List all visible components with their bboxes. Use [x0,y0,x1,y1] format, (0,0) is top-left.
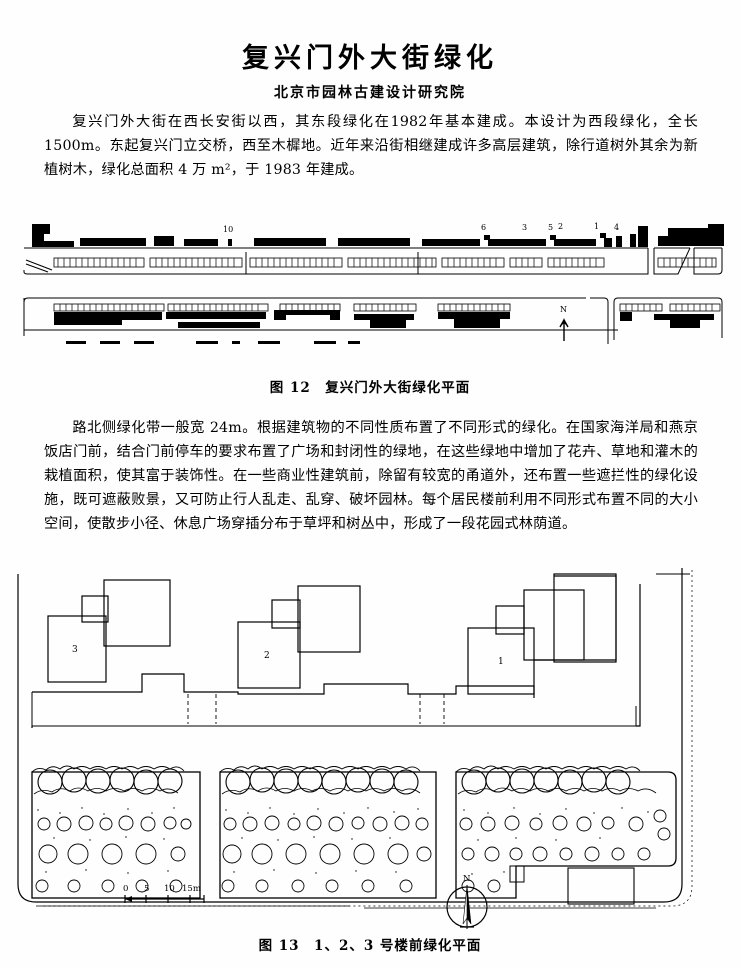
scale-tick-0: 0 [123,884,128,894]
figure-12-label-4: 4 [614,223,619,232]
page-title: 复兴门外大街绿化 [242,43,498,74]
figure-13-building-label-2: 2 [264,651,270,661]
figure-12-label-1: 1 [594,222,599,231]
compass-north-label: N [463,874,471,884]
svg-text:N: N [560,305,567,314]
scale-tick-15: 15m [182,884,201,894]
figure-13-scale-bar: 0 5 10 15m [122,882,242,912]
figure-12-label-10: 10 [223,225,233,234]
figure-12-north-arrow: N [559,305,569,341]
figure-13-drawing: 3 2 1 [17,568,693,909]
body-paragraph-2: 路北侧绿化带一般宽 24m。根据建筑物的不同性质布置了不同形式的绿化。在国家海洋… [44,420,698,532]
scale-tick-5: 5 [144,884,149,894]
figure-12-caption: 图 12 复兴门外大街绿化平面 [269,380,471,396]
figure-12-label-6: 6 [481,223,486,232]
green-plot-2 [219,765,437,899]
figure-13-compass: N [440,872,494,932]
figure-12-label-5: 5 [548,223,553,232]
figure-13-planting-plan: 3 2 1 [16,566,726,926]
figure-13-caption: 图 13 1、2、3 号楼前绿化平面 [258,938,482,954]
green-plot-3 [31,765,201,899]
figure-13-building-label-1: 1 [498,657,504,667]
figure-12-site-plan: 10 6 5 4 3 2 1 N [18,208,724,358]
figure-13-building-label-3: 3 [72,645,78,655]
body-paragraph-1: 复兴门外大街在西长安街以西，其东段绿化在1982年基本建成。本设计为西段绿化，全… [44,114,698,178]
figure-12-label-3: 3 [522,223,527,232]
figure-12-drawing: 10 6 5 4 3 2 1 N [23,222,724,344]
figure-12-label-2: 2 [558,222,563,231]
green-plot-1 [455,765,677,905]
page-subtitle: 北京市园林古建设计研究院 [274,85,466,101]
scale-tick-10: 10 [164,884,175,894]
